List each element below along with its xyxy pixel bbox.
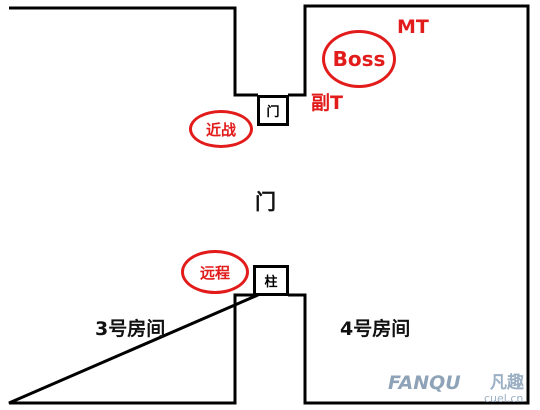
room-4-label: 4号房间: [340, 318, 411, 340]
room-3-label: 3号房间: [95, 318, 166, 340]
pillar-box-label: 柱: [264, 275, 278, 290]
center-door-label: 门: [255, 190, 276, 214]
outer-wall: [8, 4, 530, 405]
watermark-cn: 凡趣: [490, 373, 524, 393]
melee-marker: 近战: [189, 110, 253, 148]
pillar-box: 柱: [253, 265, 289, 296]
door-box: 门: [257, 95, 289, 126]
boss-label: Boss: [332, 47, 386, 71]
left-room-wall: [9, 6, 258, 97]
boss-marker: Boss: [322, 30, 396, 88]
watermark-domain: cuel.cn: [484, 392, 524, 405]
off-tank-label: 副T: [311, 92, 343, 114]
melee-label: 近战: [205, 120, 236, 139]
ranged-marker: 远程: [181, 250, 249, 294]
ranged-label: 远程: [199, 263, 230, 282]
watermark-brand: FANQU: [388, 372, 461, 394]
door-box-label: 门: [266, 105, 280, 120]
mt-label: MT: [397, 16, 429, 38]
